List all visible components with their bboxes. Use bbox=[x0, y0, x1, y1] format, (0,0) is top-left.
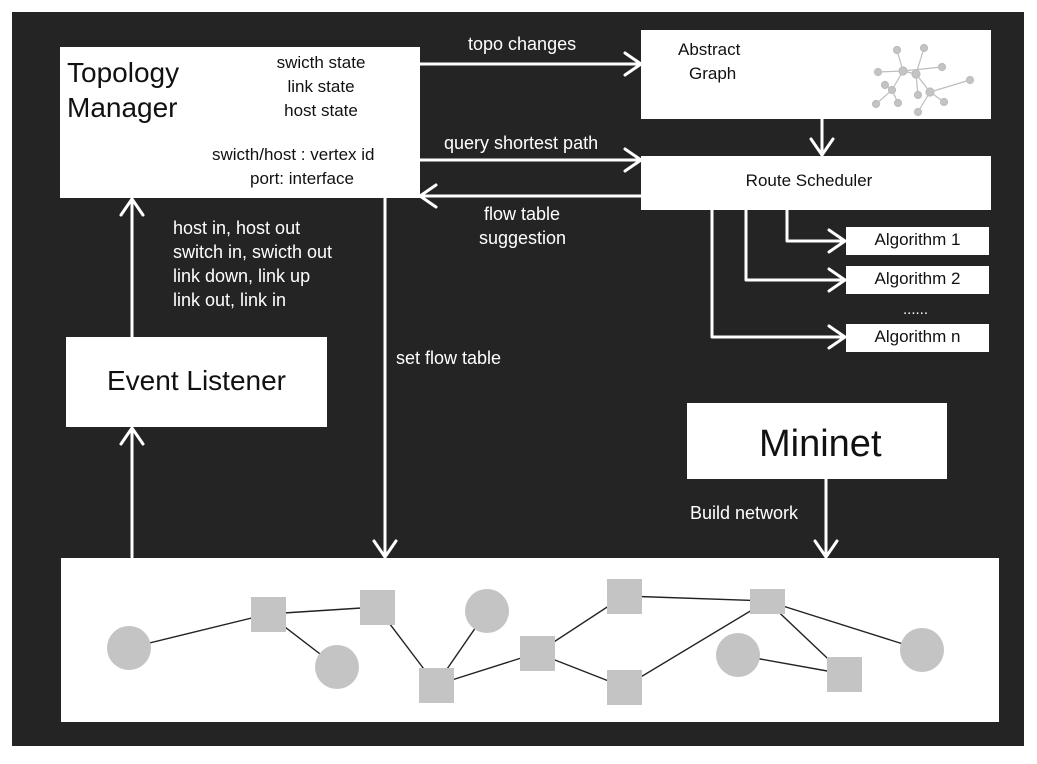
vertex-mapping-text: swicth/host : vertex id bbox=[212, 145, 375, 164]
abstract-graph-box: Abstract Graph bbox=[641, 30, 991, 119]
topology-manager-title-line2: Manager bbox=[67, 92, 178, 123]
event-listener-box: Event Listener bbox=[66, 337, 327, 427]
algorithms-ellipsis: ...... bbox=[903, 301, 929, 318]
algorithm-n-box: Algorithm n bbox=[846, 324, 989, 352]
network-panel bbox=[61, 558, 999, 722]
algorithm-2-label: Algorithm 2 bbox=[874, 269, 961, 288]
set-flow-table-label: set flow table bbox=[396, 348, 502, 368]
flow-table-suggestion-line1: flow table bbox=[484, 204, 561, 224]
topo-changes-label: topo changes bbox=[468, 34, 577, 54]
algorithm-2-box: Algorithm 2 bbox=[846, 266, 989, 294]
event-switch-label: switch in, swicth out bbox=[173, 242, 333, 262]
topology-manager-title-line1: Topology bbox=[67, 57, 180, 88]
algorithm-n-label: Algorithm n bbox=[874, 327, 961, 346]
mininet-label: Mininet bbox=[759, 423, 882, 465]
query-shortest-path-label: query shortest path bbox=[444, 133, 599, 153]
flow-table-suggestion-line2: suggestion bbox=[479, 228, 567, 248]
algorithm-1-label: Algorithm 1 bbox=[874, 230, 961, 249]
mininet-box: Mininet bbox=[687, 403, 947, 479]
abstract-graph-line1: Abstract bbox=[678, 40, 741, 59]
event-listener-label: Event Listener bbox=[107, 365, 286, 396]
port-mapping-text: port: interface bbox=[250, 169, 354, 188]
topology-manager-box: Topology Manager swicth state link state… bbox=[60, 47, 420, 198]
host-state-text: host state bbox=[284, 101, 358, 120]
event-link-down-up-label: link down, link up bbox=[173, 266, 311, 286]
route-scheduler-box: Route Scheduler bbox=[641, 156, 991, 210]
algorithm-1-box: Algorithm 1 bbox=[846, 227, 989, 255]
event-link-out-in-label: link out, link in bbox=[173, 290, 287, 310]
build-network-label: Build network bbox=[690, 503, 799, 523]
event-host-label: host in, host out bbox=[173, 218, 301, 238]
route-scheduler-label: Route Scheduler bbox=[745, 171, 873, 190]
switch-state-text: swicth state bbox=[276, 53, 366, 72]
abstract-graph-line2: Graph bbox=[689, 64, 737, 83]
link-state-text: link state bbox=[287, 77, 355, 96]
